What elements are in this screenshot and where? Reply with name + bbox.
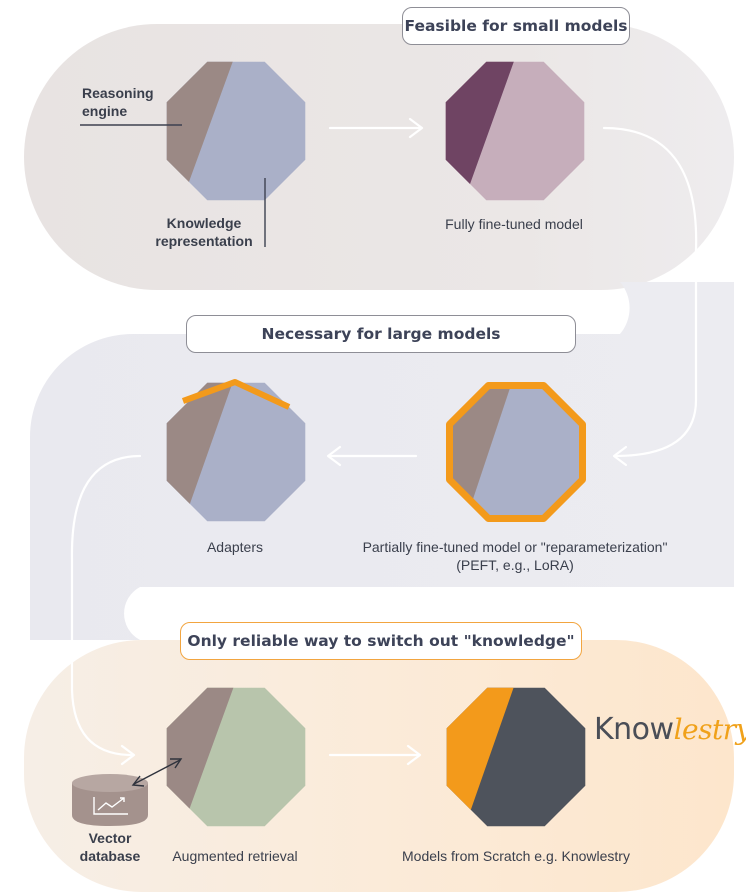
retrieval-link-arrow: [131, 758, 183, 787]
knowledge-representation-label: Knowledge representation: [155, 215, 253, 249]
fully-fine-tuned-label: Fully fine-tuned model: [445, 216, 583, 232]
database-icon: [72, 774, 148, 826]
reasoning-engine-label: Reasoning engine: [82, 85, 154, 119]
arrow-curve-right: [602, 126, 698, 458]
adapter-accent-edge: [181, 379, 291, 410]
band-large-models: [30, 282, 734, 640]
knowlestry-logo: Knowlestry: [594, 712, 746, 747]
band-small-models: [24, 24, 734, 290]
from-scratch-label: Models from Scratch e.g. Knowlestry: [402, 848, 630, 864]
arrow-curve-left: [70, 454, 142, 757]
vector-database-label: Vector database: [79, 830, 141, 864]
lora-accent-outline: [446, 382, 586, 522]
augmented-retrieval-label: Augmented retrieval: [172, 848, 298, 864]
partially-fine-tuned-label: Partially fine-tuned model or "reparamet…: [362, 539, 668, 573]
tag-small-models: Feasible for small models: [402, 7, 630, 45]
adapters-label: Adapters: [206, 539, 264, 555]
tag-large-models: Necessary for large models: [186, 315, 576, 353]
tag-knowledge-switch: Only reliable way to switch out "knowled…: [180, 622, 582, 660]
